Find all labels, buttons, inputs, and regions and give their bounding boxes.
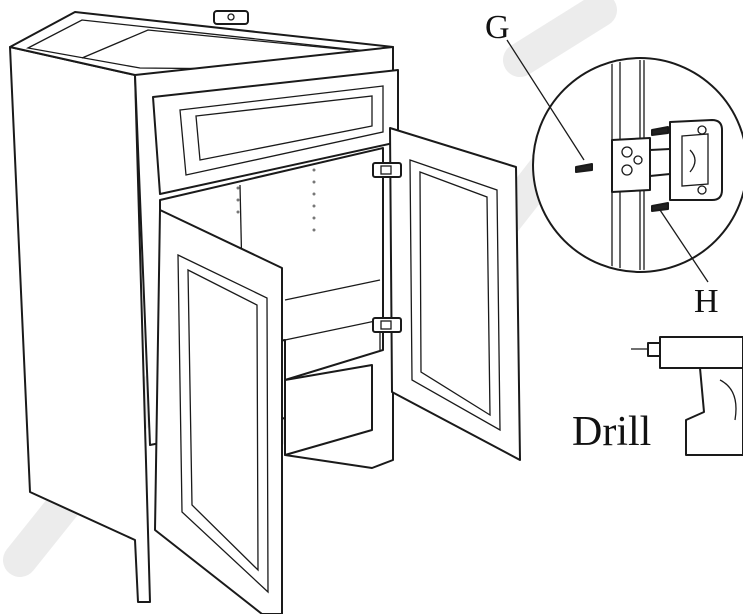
leader-line-g [506, 39, 585, 161]
leader-line-h [659, 209, 709, 283]
shelf-pin-holes [236, 168, 316, 232]
cabinet-left-side [9, 46, 151, 603]
mounting-bracket [213, 10, 249, 25]
door-hinge-lower [372, 317, 402, 333]
label-drill: Drill [572, 409, 651, 455]
drill-icon [631, 336, 743, 456]
cabinet-illustration [9, 10, 521, 614]
hinge-detail-icon [532, 57, 743, 273]
left-door [154, 209, 283, 614]
right-door [389, 127, 521, 461]
label-g: G [485, 9, 510, 46]
door-hinge-upper [372, 162, 402, 178]
label-h: H [694, 283, 719, 320]
screw-icon [575, 126, 669, 212]
